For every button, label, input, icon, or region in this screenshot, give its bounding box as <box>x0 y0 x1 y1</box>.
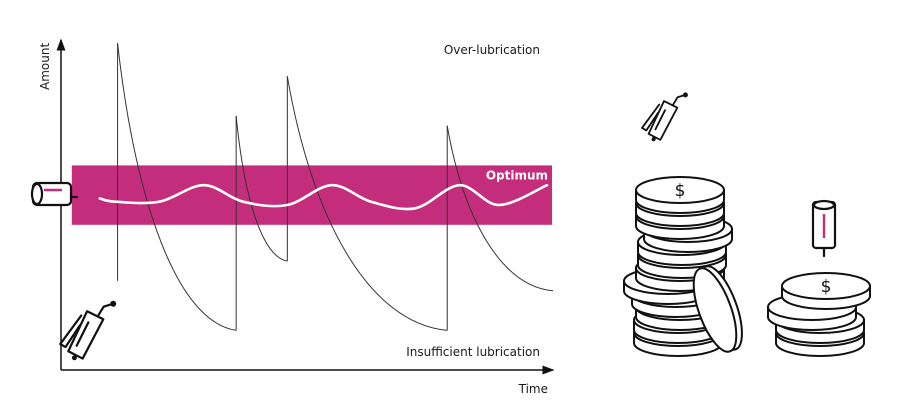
automatic-lubricator-icon <box>30 181 79 207</box>
leaning-coin <box>692 265 743 353</box>
dollar-sign: $ <box>821 277 832 297</box>
decay-curve <box>446 125 554 292</box>
decay-curve <box>117 43 237 331</box>
coin-stack-icon: $ <box>623 176 743 357</box>
decay-curve <box>235 115 288 262</box>
x-axis-label: Time <box>518 382 548 396</box>
coin: $ <box>781 272 871 310</box>
decay-curve <box>286 76 448 331</box>
optimum-label: Optimum <box>486 168 548 182</box>
coin: $ <box>635 176 725 214</box>
coin-stack-icon: $ <box>767 272 871 357</box>
dollar-sign: $ <box>675 181 686 201</box>
over-lubrication-label: Over-lubrication <box>444 43 540 57</box>
automatic-lubrication-wave <box>98 183 549 211</box>
insufficient-lubrication-label: Insufficient lubrication <box>406 345 540 359</box>
grease-gun-icon <box>641 92 688 142</box>
automatic-lubricator-icon <box>811 199 837 258</box>
grease-gun-icon <box>59 300 117 361</box>
y-axis-label: Amount <box>38 43 52 90</box>
manual-lubrication-series <box>117 43 554 331</box>
